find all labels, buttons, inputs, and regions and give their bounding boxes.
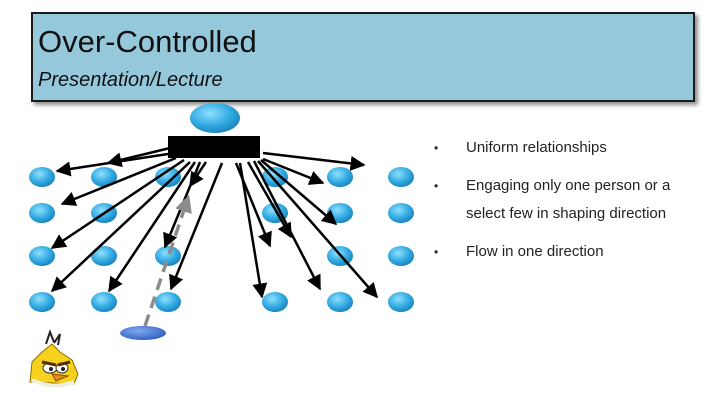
- bullet-list: • Uniform relationships • Engaging only on…: [428, 134, 708, 276]
- arrows: [50, 146, 378, 299]
- slide-subtitle: Presentation/Lecture: [38, 69, 223, 91]
- bullet-text: Uniform relationships: [466, 139, 607, 156]
- title-box: Over-Controlled Presentation/Lecture: [31, 12, 695, 102]
- bullet-marker: •: [434, 141, 439, 155]
- participant-node: [388, 167, 414, 187]
- participant-node: [155, 167, 181, 187]
- slide-title: Over-Controlled: [38, 24, 257, 59]
- bullet-marker: •: [434, 179, 439, 193]
- participant-node: [327, 292, 353, 312]
- participant-node: [29, 246, 55, 266]
- participant-node: [29, 292, 55, 312]
- participant-nodes: [29, 167, 414, 312]
- bullet-item: • Uniform relationships: [428, 134, 708, 162]
- leader-node-top: [190, 103, 240, 133]
- leader-bar: [168, 136, 260, 158]
- participant-node: [29, 203, 55, 223]
- participant-node: [388, 203, 414, 223]
- bullet-item: • Engaging only one person or a select fe…: [428, 172, 708, 228]
- flow-arrow: [262, 151, 366, 171]
- participant-node: [155, 292, 181, 312]
- flow-arrow: [257, 160, 378, 299]
- participant-node: [29, 167, 55, 187]
- flow-arrow: [50, 158, 185, 250]
- flow-arrow: [107, 161, 197, 293]
- flow-arrow: [60, 156, 177, 206]
- bullet-item: • Flow in one direction: [428, 238, 708, 266]
- participant-node: [327, 167, 353, 187]
- flow-arrow: [238, 162, 268, 299]
- participant-node: [262, 292, 288, 312]
- flow-arrow: [106, 146, 171, 168]
- flow-arrow: [50, 161, 191, 293]
- flow-arrow: [188, 161, 208, 188]
- selected-node: [120, 326, 166, 340]
- bullet-marker: •: [434, 245, 439, 259]
- participant-node: [155, 246, 181, 266]
- participant-node: [91, 246, 117, 266]
- participant-node: [91, 292, 117, 312]
- flow-arrow: [260, 159, 338, 225]
- bullet-text: Flow in one direction: [466, 243, 604, 260]
- flow-arrow: [169, 162, 224, 291]
- participant-node: [388, 292, 414, 312]
- yellow-bird-icon: [29, 329, 79, 388]
- flow-arrow: [252, 160, 322, 291]
- participant-node: [388, 246, 414, 266]
- dashed-return-arrow: [143, 194, 192, 327]
- flow-arrow: [262, 157, 325, 185]
- bullet-text: Engaging only one person or a select few…: [466, 177, 671, 222]
- participant-node: [91, 167, 117, 187]
- flow-arrow: [246, 161, 293, 239]
